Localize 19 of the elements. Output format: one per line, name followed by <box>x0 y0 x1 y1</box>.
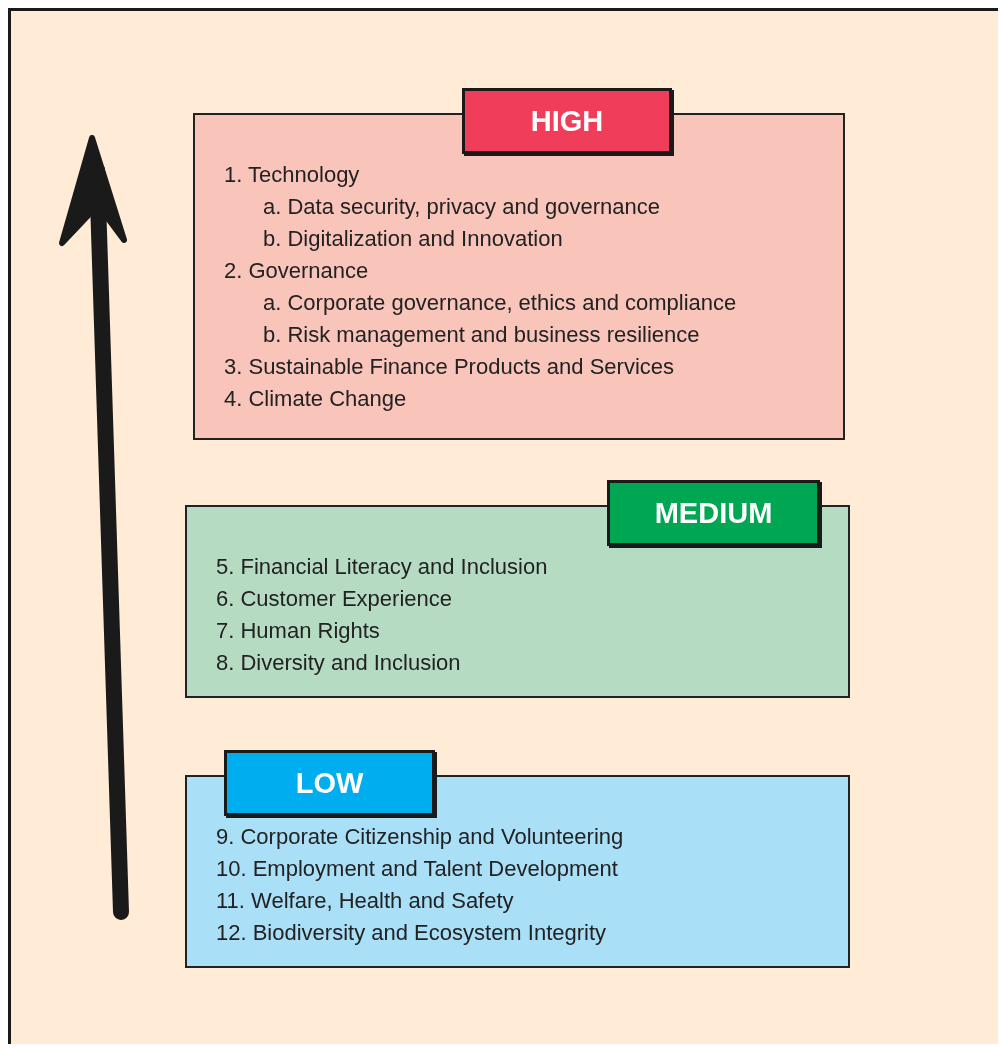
list-item: 6. Customer Experience <box>216 585 452 613</box>
list-item: 5. Financial Literacy and Inclusion <box>216 553 548 581</box>
sub-list-item: b. Risk management and business resilience <box>263 321 700 349</box>
sub-list-item: a. Corporate governance, ethics and compliance <box>263 289 737 317</box>
list-item: 1. Technology <box>224 161 360 189</box>
list-item: 2. Governance <box>224 257 369 285</box>
list-item: 8. Diversity and Inclusion <box>216 649 461 677</box>
level-heading: MEDIUM <box>607 480 820 546</box>
list-item: 4. Climate Change <box>224 385 407 413</box>
list-item: 7. Human Rights <box>216 617 380 645</box>
list-item: 11. Welfare, Health and Safety <box>216 887 514 915</box>
sub-list-item: a. Data security, privacy and governance <box>263 193 661 221</box>
level-heading: HIGH <box>462 88 672 154</box>
list-item: 10. Employment and Talent Development <box>216 855 618 883</box>
sub-list-item: b. Digitalization and Innovation <box>263 225 563 253</box>
list-item: 12. Biodiversity and Ecosystem Integrity <box>216 919 607 947</box>
list-item: 3. Sustainable Finance Products and Services <box>224 353 675 381</box>
list-item: 9. Corporate Citizenship and Volunteering <box>216 823 624 851</box>
level-heading: LOW <box>224 750 435 816</box>
